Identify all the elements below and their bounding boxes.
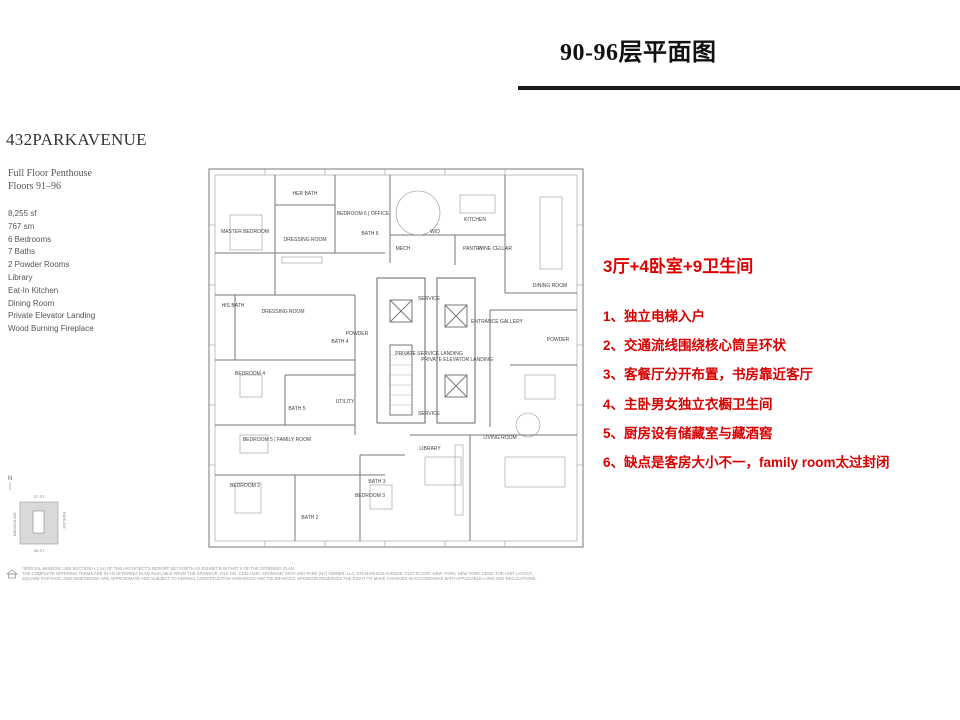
subtitle-line-2: Floors 91–96	[8, 181, 62, 192]
specs-list: 8,255 sf 767 sm 6 Bedrooms 7 Baths 2 Pow…	[8, 208, 95, 336]
room-label: LIVING ROOM	[483, 435, 516, 441]
room-label: PRIVATE SERVICE LANDING	[395, 351, 463, 357]
analysis-point: 2、交通流线围绕核心筒呈环状	[603, 338, 787, 354]
analysis-points: 1、独立电梯入户 2、交通流线围绕核心筒呈环状 3、客餐厅分开布置，书房靠近客厅…	[603, 302, 958, 477]
room-label: WINE CELLAR	[478, 246, 512, 252]
floor-plan-drawing: HER BATH BEDROOM 6 | OFFICE KITCHEN MAST…	[208, 168, 584, 548]
street-right: PARK AVE	[62, 512, 66, 529]
floor-plan: HER BATH BEDROOM 6 | OFFICE KITCHEN MAST…	[205, 165, 590, 552]
street-top: 57 ST	[34, 494, 45, 499]
room-label: MECH	[396, 246, 411, 252]
room-label: HIS BATH	[222, 303, 245, 309]
room-label: BEDROOM 3	[355, 493, 385, 499]
slide-title: 90-96层平面图	[560, 40, 717, 66]
analysis-point: 1、独立电梯入户	[603, 309, 706, 324]
spec-item: Dining Room	[8, 298, 55, 308]
spec-item: 6 Bedrooms	[8, 234, 52, 244]
legal-disclaimer: *SPECIAL WINDOW: SEE SECTION H.1 (H) OF …	[22, 566, 582, 582]
key-plan-drawing: N 57 ST 56 ST MADISON AVE PARK AVE	[8, 476, 66, 553]
spec-item: 7 Baths	[8, 247, 36, 257]
room-label: MASTER BEDROOM	[221, 229, 269, 235]
spec-item: Private Elevator Landing	[8, 311, 96, 321]
brand-logo: 432PARKAVENUE	[6, 130, 147, 149]
equal-housing-icon	[6, 569, 18, 579]
room-label: DRESSING ROOM	[283, 237, 326, 243]
room-label: W/D	[430, 229, 440, 235]
room-label: ENTRANCE GALLERY	[471, 319, 524, 325]
analysis-summary: 3厅+4卧室+9卫生间	[603, 257, 754, 276]
room-label: PANTRY	[463, 246, 483, 252]
room-label: BATH 5	[288, 406, 305, 412]
room-label: DINING ROOM	[533, 283, 567, 289]
disclaimer-line: SQUARE FOOTAGE, AND DIMENSIONS ARE APPRO…	[22, 576, 537, 582]
tower-footprint	[32, 510, 45, 534]
street-bottom: 56 ST	[34, 548, 45, 553]
room-label: BATH 3	[368, 479, 385, 485]
room-label: BEDROOM 5 | FAMILY ROOM	[243, 437, 311, 443]
spec-item: 767 sm	[8, 221, 35, 231]
spec-item: 2 Powder Rooms	[8, 260, 70, 270]
room-label: HER BATH	[293, 191, 318, 197]
room-label: LIBRARY	[419, 446, 441, 452]
room-label: KITCHEN	[464, 217, 486, 223]
spec-item: Wood Burning Fireplace	[8, 324, 94, 334]
analysis-point: 6、缺点是客房大小不一，family room太过封闭	[603, 455, 890, 471]
room-label: SERVICE	[418, 296, 441, 302]
disclaimer-line: THE COMPLETE OFFERING TERMS ARE IN AN OF…	[22, 571, 533, 577]
spec-item: 8,255 sf	[8, 209, 37, 218]
room-label: UTILITY	[336, 399, 355, 405]
room-label: DRESSING ROOM	[261, 309, 304, 315]
listing-subtitle: Full Floor Penthouse Floors 91–96	[8, 167, 92, 193]
north-arrow-label: N	[8, 476, 12, 482]
room-label: BEDROOM 6 | OFFICE	[337, 211, 390, 217]
analysis-point: 4、主卧男女独立衣橱卫生间	[603, 396, 773, 412]
street-left: MADISON AVE	[13, 511, 17, 536]
title-rule	[518, 86, 960, 90]
analysis-point: 5、厨房设有储藏室与藏酒窖	[603, 425, 773, 441]
room-label: SERVICE	[418, 411, 441, 417]
room-label: BATH 4	[331, 339, 348, 345]
subtitle-line-1: Full Floor Penthouse	[8, 168, 92, 179]
spec-item: Eat-In Kitchen	[8, 285, 59, 295]
analysis-point: 3、客餐厅分开布置，书房靠近客厅	[603, 367, 814, 383]
room-label: POWDER	[346, 331, 369, 337]
room-label: BEDROOM 2	[230, 483, 260, 489]
spec-item: Library	[8, 272, 33, 282]
disclaimer-line: *SPECIAL WINDOW: SEE SECTION H.1 (H) OF …	[22, 566, 294, 571]
room-label: PRIVATE ELEVATOR LANDING	[421, 357, 493, 363]
room-label: BATH 2	[301, 515, 318, 521]
key-plan: N 57 ST 56 ST MADISON AVE PARK AVE	[6, 470, 66, 560]
room-label: POWDER	[547, 337, 570, 343]
room-label: BEDROOM 4	[235, 371, 265, 377]
room-label: BATH 6	[361, 231, 378, 237]
